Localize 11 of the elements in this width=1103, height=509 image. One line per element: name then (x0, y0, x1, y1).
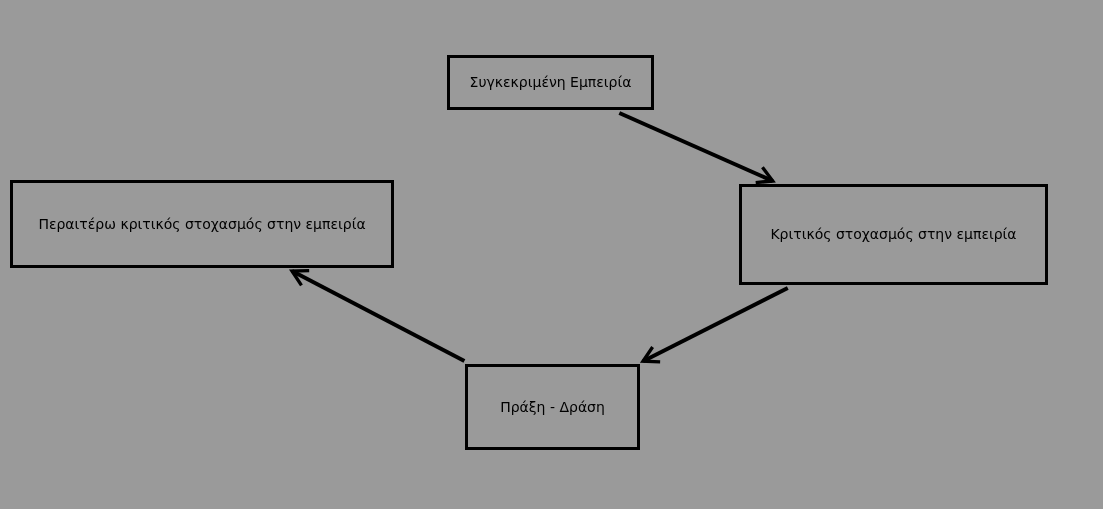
box-label: Κριτικός στοχασμός στην εμπειρία (770, 225, 1017, 244)
process-box (10, 180, 394, 268)
process-box (447, 55, 654, 110)
arrow (290, 268, 466, 363)
process-box (739, 184, 1048, 285)
arrow (618, 111, 775, 185)
box-label: Πράξη - Δράση (500, 397, 605, 417)
arrow (641, 286, 789, 364)
process-box (465, 364, 640, 450)
box-label: Περαιτέρω κριτικός στοχασμός στην εμπειρία (38, 214, 366, 234)
box-label: Συγκεκριμένη Εμπειρία (469, 73, 632, 92)
